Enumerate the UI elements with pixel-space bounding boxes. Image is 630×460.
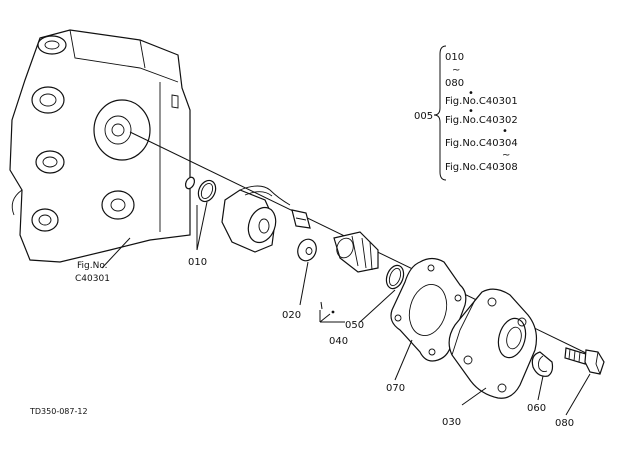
housing-fig-label: Fig.No. (77, 261, 108, 271)
gasket-070 (390, 257, 467, 362)
bolt-080 (564, 347, 605, 375)
valve-housing (9, 29, 191, 263)
fig-ref-2: Fig.No.C40302 (445, 115, 518, 126)
range-tilde: ~ (452, 65, 460, 76)
assembly-reference-block: 005 010 ~ 080 • Fig.No.C40301 • Fig.No.C… (414, 45, 518, 181)
spring-washer-060 (531, 351, 554, 377)
range-end: 080 (445, 78, 464, 89)
callout-040: 040 (329, 336, 348, 347)
separator-dot-2: • (468, 106, 474, 117)
separator-dot-1: • (468, 88, 474, 99)
range-start: 010 (445, 52, 464, 63)
spool-050 (333, 231, 379, 273)
separator-dot-3: • (502, 126, 508, 137)
washer-020 (297, 238, 317, 262)
solenoid (221, 185, 311, 253)
pin-040 (320, 301, 335, 314)
drawing-code: TD350-087-12 (29, 407, 88, 416)
cover-030 (448, 288, 538, 399)
o-ring-010 (184, 176, 217, 203)
callout-010: 010 (188, 257, 207, 268)
fig-ref-3: Fig.No.C40304 (445, 138, 518, 149)
fig-tilde: ~ (502, 150, 510, 161)
assembly-number: 005 (414, 111, 433, 122)
callout-080: 080 (555, 418, 574, 429)
callout-070: 070 (386, 383, 405, 394)
leader-lines (101, 201, 591, 416)
housing-fig-number: C40301 (75, 274, 110, 284)
callout-060: 060 (527, 403, 546, 414)
fig-ref-4: Fig.No.C40308 (445, 162, 518, 173)
fig-ref-1: Fig.No.C40301 (445, 96, 518, 107)
callout-050: 050 (345, 320, 364, 331)
assembly-brace (433, 45, 447, 181)
callout-030: 030 (442, 417, 461, 428)
o-ring-050 (385, 264, 405, 290)
callout-020: 020 (282, 310, 301, 321)
